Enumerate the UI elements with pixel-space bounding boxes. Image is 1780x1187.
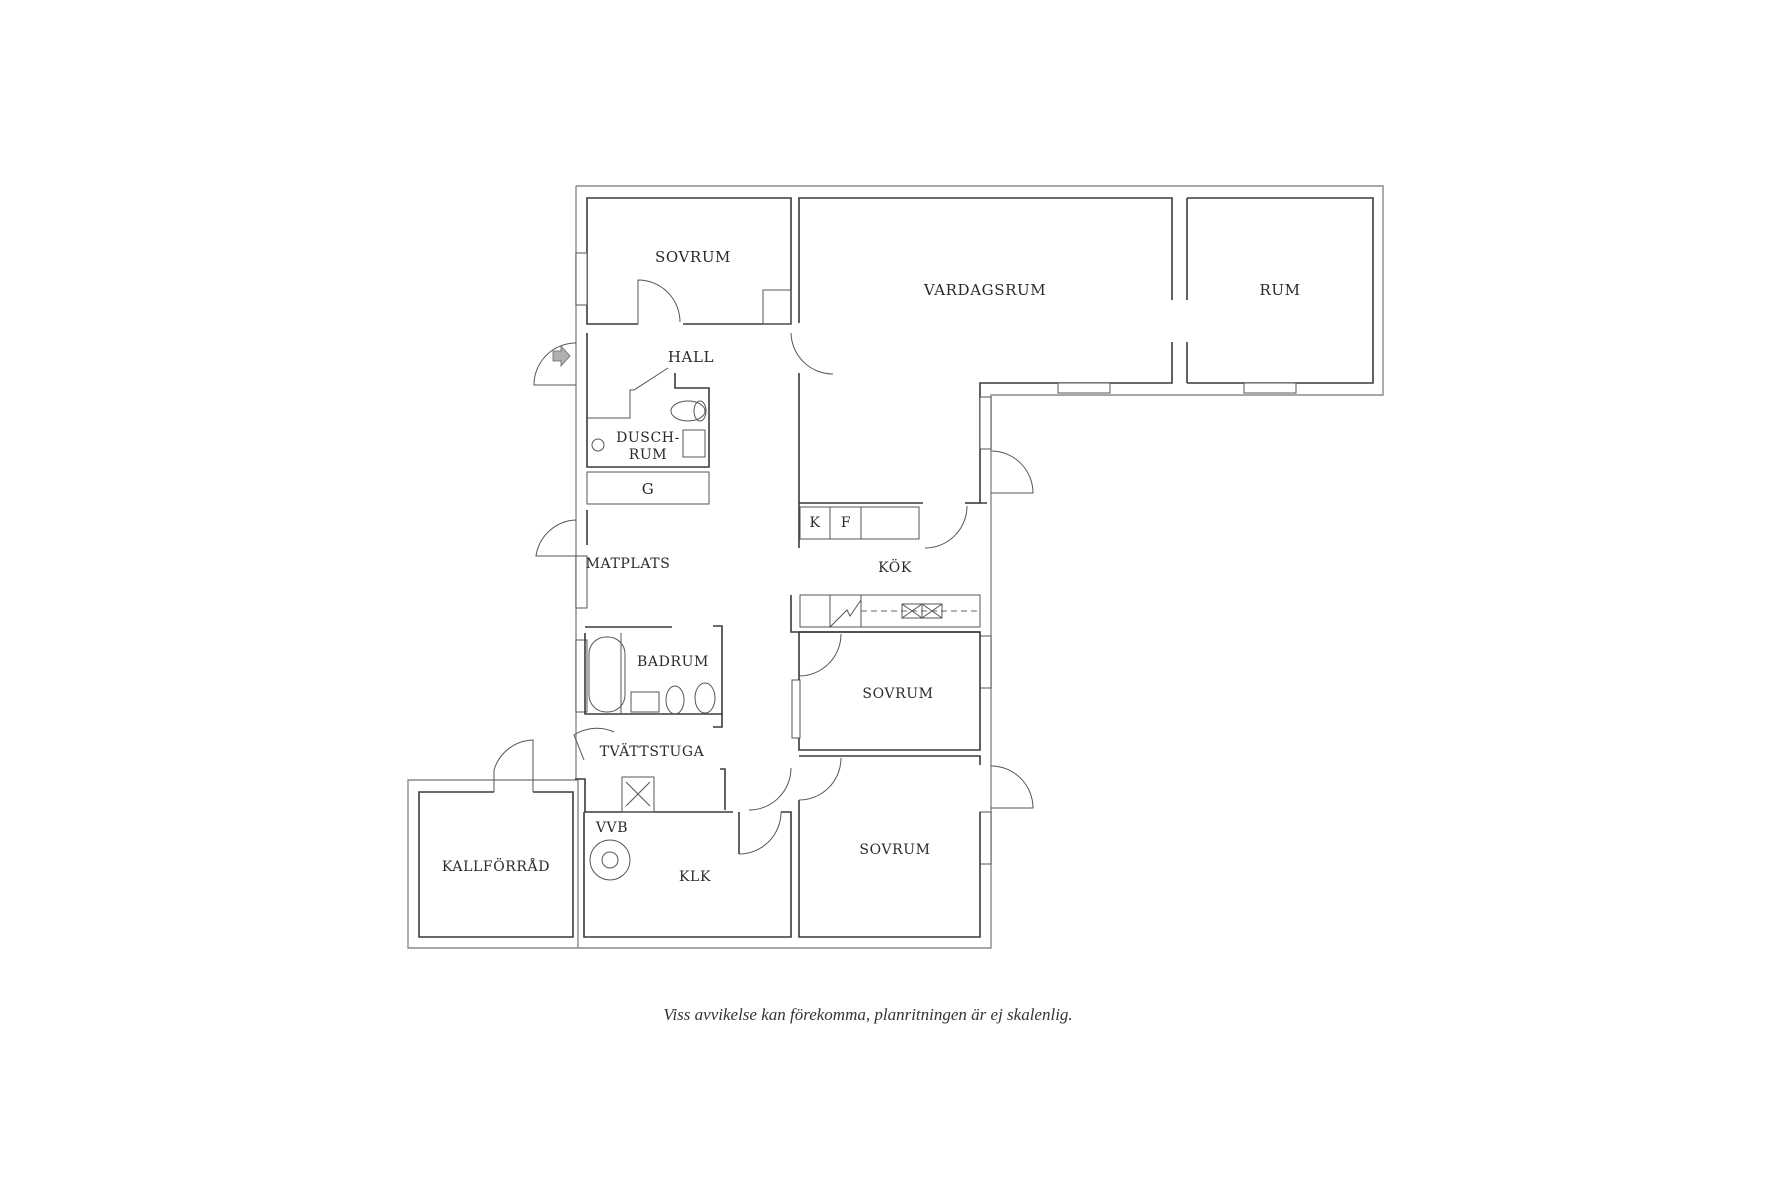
- room-sovrum-2: [798, 631, 981, 751]
- room-matplats: [535, 510, 723, 728]
- label-sovrum-3: SOVRUM: [859, 842, 931, 858]
- label-kyl: K: [809, 515, 821, 531]
- label-frys: F: [840, 515, 852, 531]
- label-badrum: BADRUM: [637, 654, 709, 670]
- label-vvb: VVB: [595, 820, 629, 836]
- room-tvattstuga: [573, 727, 792, 813]
- disclaimer-caption: Viss avvikelse kan förekomma, planritnin…: [663, 1005, 1073, 1024]
- room-duschrum: [586, 367, 710, 468]
- label-klk: KLK: [678, 869, 712, 885]
- label-garderob: G: [641, 480, 655, 498]
- windows: [575, 252, 1297, 865]
- label-rum: RUM: [1259, 281, 1301, 299]
- label-hall: HALL: [667, 348, 715, 366]
- label-duschrum-line1: DUSCH-: [616, 430, 680, 446]
- label-duschrum-line2: RUM: [628, 447, 668, 463]
- room-badrum: [584, 633, 722, 715]
- room-garderob: [586, 471, 710, 505]
- label-tvattstuga: TVÄTTSTUGA: [599, 744, 705, 760]
- room-klk: [583, 811, 792, 938]
- label-sovrum-2: SOVRUM: [862, 686, 934, 702]
- entrance-arrow-icon: [552, 344, 571, 368]
- label-kok: KÖK: [878, 560, 912, 576]
- room-sovrum-3: [798, 755, 1034, 938]
- room-kallforrad: [418, 739, 574, 938]
- label-matplats: MATPLATS: [585, 556, 671, 572]
- label-duschrum: DUSCH- RUM: [616, 430, 680, 464]
- label-sovrum-1: SOVRUM: [654, 248, 732, 266]
- label-kallforrad: KALLFÖRRÅD: [441, 859, 551, 875]
- label-vardagsrum: VARDAGSRUM: [923, 281, 1047, 299]
- room-vardagsrum: [790, 197, 1188, 505]
- room-sovrum-1: [586, 197, 792, 325]
- room-hall: [533, 333, 588, 386]
